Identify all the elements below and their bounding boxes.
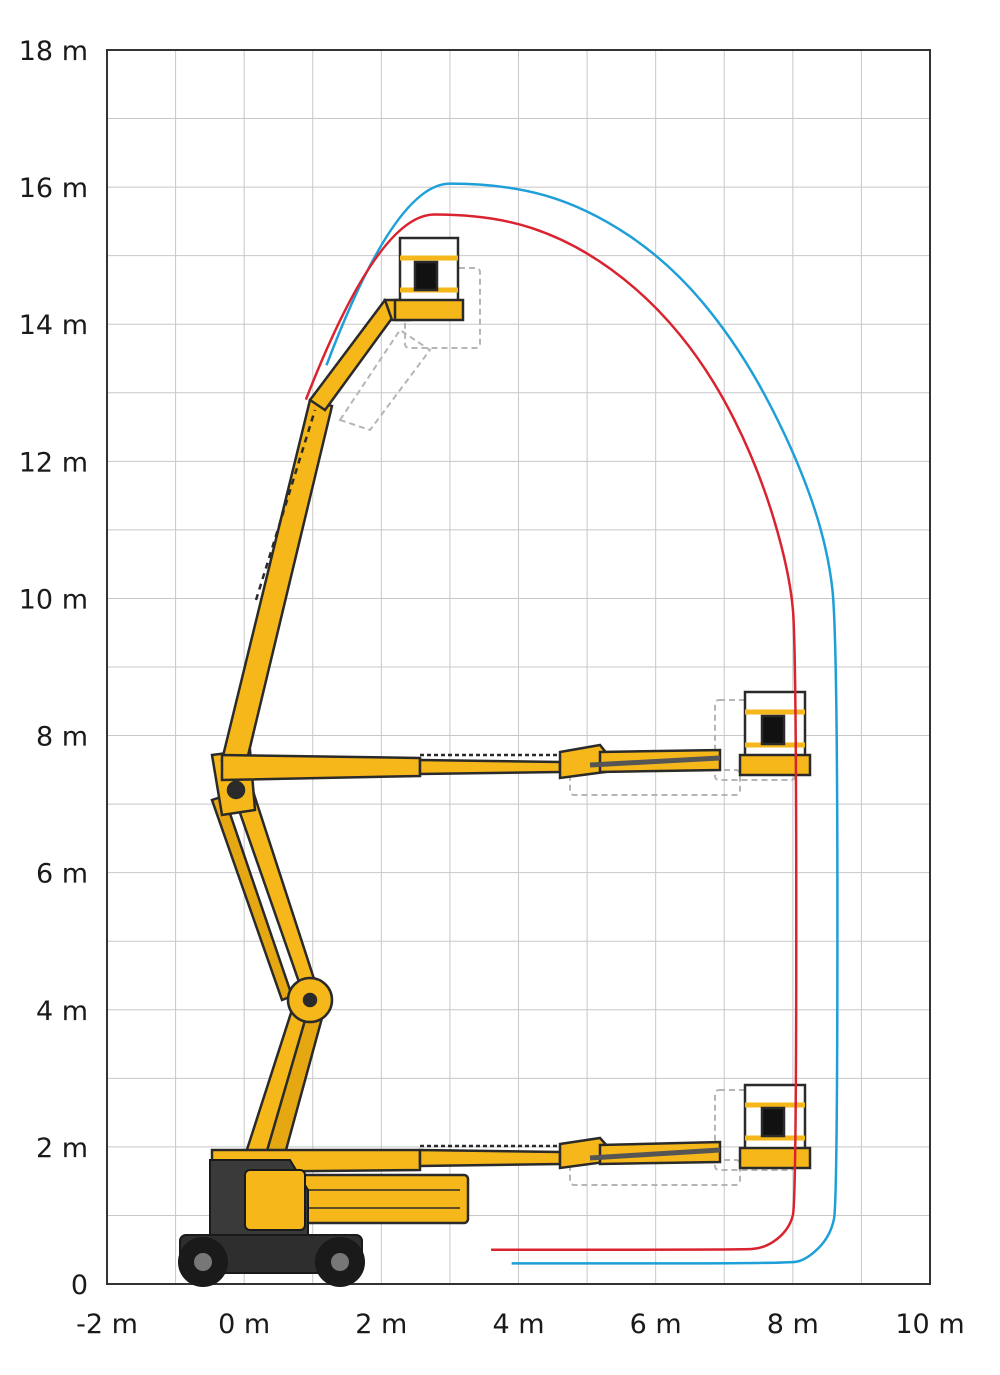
chassis [178, 1159, 365, 1287]
plot-frame [106, 49, 931, 1285]
x-tick-label: 4 m [492, 1309, 544, 1340]
envelope-line-red [304, 213, 798, 1251]
platform-low [738, 1083, 812, 1170]
x-tick-labels: -2 m 0 m 2 m 4 m 6 m 8 m 10 m [76, 1309, 965, 1340]
x-tick-label: 6 m [630, 1309, 682, 1340]
x-tick-label: -2 m [76, 1309, 138, 1340]
x-tick-label: 8 m [767, 1309, 819, 1340]
x-tick-label: 0 m [218, 1309, 270, 1340]
y-tick-label: 18 m [19, 36, 88, 67]
y-tick-label: 6 m [36, 859, 88, 890]
y-tick-label: 2 m [36, 1133, 88, 1164]
y-tick-label: 12 m [19, 447, 88, 478]
y-tick-label: 4 m [36, 996, 88, 1027]
grid [106, 49, 931, 1285]
main-boom-mid [220, 743, 722, 782]
y-tick-label: 10 m [19, 584, 88, 615]
main-boom-raised [220, 298, 412, 766]
y-tick-label: 14 m [19, 310, 88, 341]
reach-envelopes [304, 182, 839, 1265]
lower-boom [210, 780, 334, 1174]
y-tick-labels: 0 2 m 4 m 6 m 8 m 10 m 12 m 14 m 16 m 18 m [19, 36, 88, 1301]
x-tick-label: 2 m [355, 1309, 407, 1340]
stowed-booms [298, 1173, 470, 1225]
x-tick-label: 10 m [895, 1309, 964, 1340]
envelope-line-blue [325, 182, 839, 1265]
y-tick-label: 16 m [19, 173, 88, 204]
boom-lift-illustration [178, 236, 812, 1287]
platform-top [393, 236, 465, 322]
y-tick-label: 0 [71, 1270, 88, 1301]
platform-mid [738, 690, 812, 777]
y-tick-label: 8 m [36, 722, 88, 753]
